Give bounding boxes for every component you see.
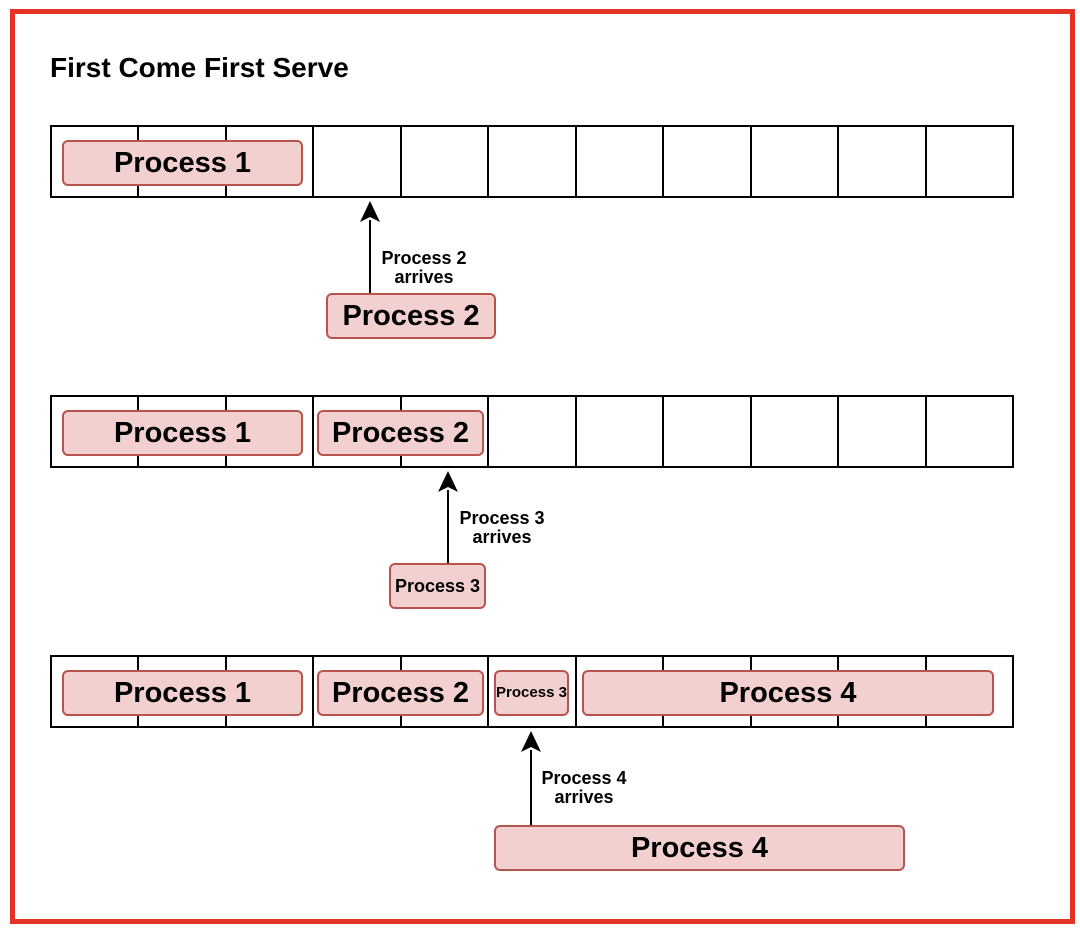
arrow-head	[360, 201, 380, 222]
arrow-process-4	[521, 731, 541, 825]
outer-frame	[10, 9, 1075, 924]
process-3-arrives-label: Process 3 arrives	[448, 508, 556, 548]
incoming-process-4: Process 4	[494, 825, 905, 871]
arrow-head	[521, 731, 541, 752]
process-2-block: Process 2	[317, 670, 484, 716]
process-2-block: Process 2	[317, 410, 484, 456]
time-slot	[924, 125, 1014, 198]
timeline-row-1	[50, 125, 1014, 198]
arrival-text-line: arrives	[394, 267, 454, 288]
process-2-arrives-label: Process 2 arrives	[370, 248, 478, 288]
diagram-title: First Come First Serve	[50, 52, 349, 83]
arrival-text-line: Process 3	[459, 508, 545, 528]
arrival-text-line: arrives	[554, 787, 614, 808]
arrow-head	[438, 471, 458, 492]
process-1-block: Process 1	[62, 410, 303, 456]
time-slot	[924, 395, 1014, 468]
arrow-process-3	[438, 471, 458, 563]
incoming-process-3: Process 3	[389, 563, 486, 609]
process-4-block: Process 4	[582, 670, 994, 716]
incoming-process-2: Process 2	[326, 293, 496, 339]
process-1-block: Process 1	[62, 670, 303, 716]
arrival-text-line: Process 4	[541, 768, 627, 788]
arrival-text-line: arrives	[472, 527, 532, 548]
arrival-text-line: Process 2	[381, 248, 467, 268]
process-1-block: Process 1	[62, 140, 303, 186]
process-3-block: Process 3	[494, 670, 569, 716]
process-4-arrives-label: Process 4 arrives	[530, 768, 638, 808]
arrow-process-2	[360, 201, 380, 293]
